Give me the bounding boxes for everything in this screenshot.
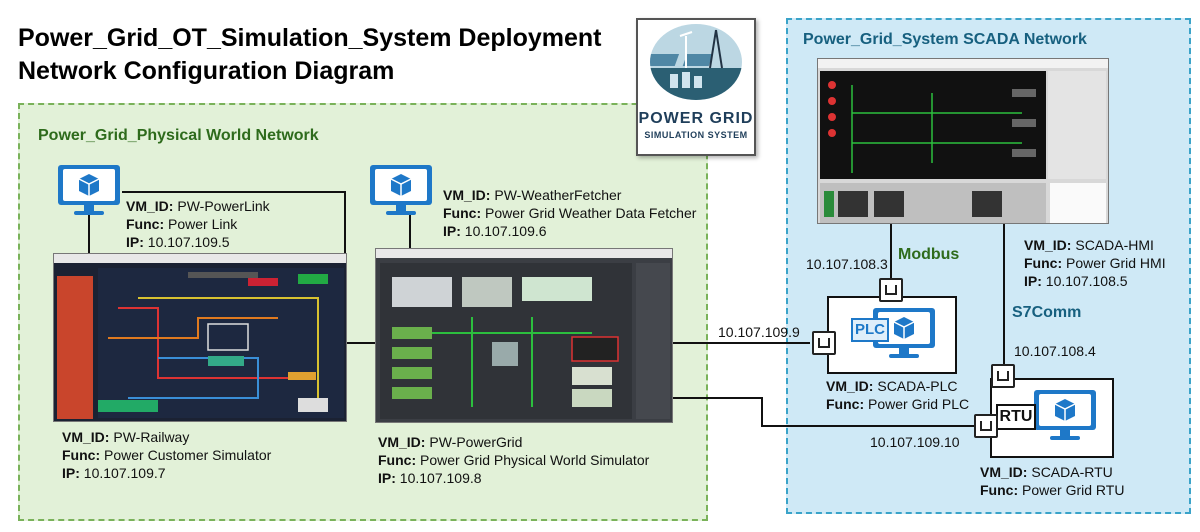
powergrid-vm-id: PW-PowerGrid	[429, 434, 523, 450]
rtu-hmi-ip-label: 10.107.108.4	[1014, 343, 1096, 359]
powergrid-ip: 10.107.109.8	[399, 470, 482, 486]
logo-title: POWER GRID	[638, 110, 754, 127]
physical-zone-label: Power_Grid_Physical World Network	[38, 127, 319, 144]
plc-top-ethernet-port-icon	[879, 278, 903, 302]
hmi-vm-id: SCADA-HMI	[1075, 237, 1154, 253]
railway-vm-id: PW-Railway	[113, 429, 190, 445]
railway-func: Power Customer Simulator	[104, 447, 272, 463]
vm-id-label: VM_ID	[980, 464, 1023, 480]
plc-tag: PLC	[851, 318, 889, 342]
railway-simulator-screenshot	[53, 253, 347, 422]
diagram-title-line2: Network Configuration Diagram	[18, 57, 395, 85]
power-grid-logo: POWER GRID SIMULATION SYSTEM	[636, 18, 756, 156]
func-label: Func	[62, 447, 96, 463]
func-label: Func	[443, 205, 477, 221]
func-label: Func	[1024, 255, 1058, 271]
diagram-title: Power_Grid_OT_Simulation_System Deployme…	[18, 22, 602, 88]
railway-ip: 10.107.109.7	[83, 465, 166, 481]
func-label: Func	[980, 482, 1014, 498]
func-label: Func	[126, 216, 160, 232]
hmi-func: Power Grid HMI	[1066, 255, 1166, 271]
weather-vm-id: PW-WeatherFetcher	[494, 187, 622, 203]
ip-label: IP	[126, 234, 140, 250]
plc-info: VM_ID: SCADA-PLC Func: Power Grid PLC	[826, 378, 970, 412]
rtu-info: VM_ID: SCADA-RTU Func: Power Grid RTU	[980, 464, 1125, 498]
weather-info: VM_ID: PW-WeatherFetcher Func: Power Gri…	[443, 187, 697, 239]
powerlink-info: VM_ID: PW-PowerLink Func: Power Link IP:…	[126, 198, 270, 250]
powerlink-vm-id: PW-PowerLink	[177, 198, 270, 214]
link-powergrid-to-rtu	[672, 397, 990, 427]
s7comm-protocol-label: S7Comm	[1012, 304, 1082, 321]
logo-emblem-icon	[650, 24, 742, 100]
ip-label: IP	[378, 470, 392, 486]
logo-subtitle: SIMULATION SYSTEM	[644, 130, 748, 140]
vm-id-label: VM_ID	[378, 434, 421, 450]
powergrid-func: Power Grid Physical World Simulator	[420, 452, 650, 468]
plc-device-box: PLC	[827, 296, 957, 374]
powerlink-func: Power Link	[168, 216, 238, 232]
railway-info: VM_ID: PW-Railway Func: Power Customer S…	[62, 429, 272, 481]
plc-vm-id: SCADA-PLC	[877, 378, 958, 394]
plc-func: Power Grid PLC	[868, 396, 970, 412]
modbus-protocol-label: Modbus	[898, 246, 960, 263]
vm-id-label: VM_ID	[62, 429, 105, 445]
ip-label: IP	[443, 223, 457, 239]
vm-id-label: VM_ID	[1024, 237, 1067, 253]
vm-id-label: VM_ID	[126, 198, 169, 214]
plc-physical-ip-label: 10.107.109.9	[718, 324, 800, 340]
plc-hmi-ip-label: 10.107.108.3	[806, 256, 888, 272]
rtu-tag: RTU	[996, 404, 1036, 430]
hmi-info: VM_ID: SCADA-HMI Func: Power Grid HMI IP…	[1024, 237, 1166, 289]
ip-label: IP	[62, 465, 76, 481]
scada-hmi-screenshot	[817, 58, 1109, 224]
rtu-top-ethernet-port-icon	[991, 364, 1015, 388]
rtu-func: Power Grid RTU	[1022, 482, 1125, 498]
func-label: Func	[826, 396, 860, 412]
rtu-left-ethernet-port-icon	[974, 414, 998, 438]
hmi-ip: 10.107.108.5	[1045, 273, 1128, 289]
func-label: Func	[378, 452, 412, 468]
rtu-physical-ip-label: 10.107.109.10	[870, 434, 960, 450]
weather-ip: 10.107.109.6	[464, 223, 547, 239]
scada-zone-label: Power_Grid_System SCADA Network	[803, 31, 1087, 48]
powerlink-ip: 10.107.109.5	[147, 234, 230, 250]
weather-func: Power Grid Weather Data Fetcher	[485, 205, 697, 221]
ip-label: IP	[1024, 273, 1038, 289]
plc-left-ethernet-port-icon	[812, 331, 836, 355]
vm-id-label: VM_ID	[443, 187, 486, 203]
powergrid-info: VM_ID: PW-PowerGrid Func: Power Grid Phy…	[378, 434, 650, 486]
rtu-vm-id: SCADA-RTU	[1031, 464, 1113, 480]
vm-id-label: VM_ID	[826, 378, 869, 394]
powergrid-simulator-screenshot	[375, 248, 673, 423]
diagram-title-line1: Power_Grid_OT_Simulation_System Deployme…	[18, 24, 602, 52]
rtu-device-box: RTU	[990, 378, 1114, 458]
